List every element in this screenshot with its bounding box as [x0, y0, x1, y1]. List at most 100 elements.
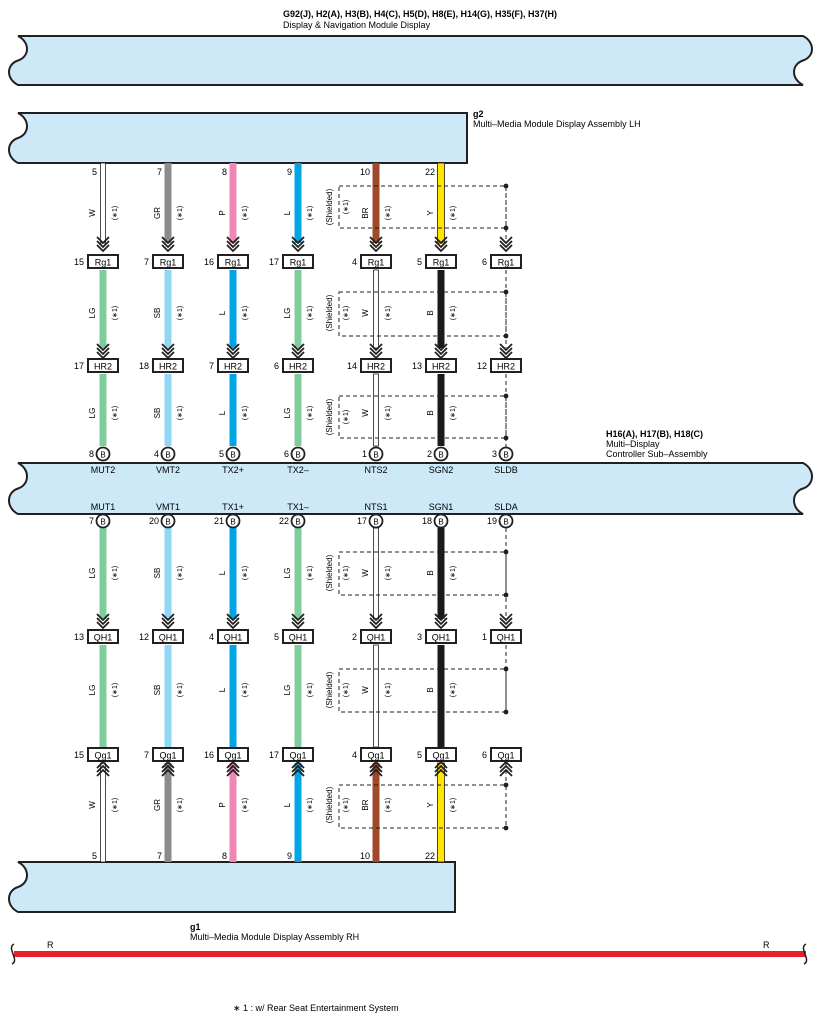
column-6-rg1-pin: 5 — [417, 257, 422, 267]
column-7-qg1-connector-label: Qg1 — [497, 751, 514, 761]
column-1-rg1-pin: 15 — [74, 257, 84, 267]
column-2-b-top-pin: 4 — [154, 449, 159, 459]
column-3-rg1-pin: 16 — [204, 257, 214, 267]
column-5-seg5-color-code: W — [361, 686, 370, 694]
column-6-seg3-option-note: (∗1) — [450, 406, 457, 420]
column-2-qg1-arrow — [161, 760, 175, 777]
column-4-qh1-arrow — [291, 613, 305, 630]
column-1-seg6-wire — [100, 762, 106, 863]
power-wire-label-left: R — [47, 940, 54, 950]
column-1-qg1-pin: 15 — [74, 750, 84, 760]
column-2-seg3-option-note: (∗1) — [177, 406, 184, 420]
column-1-hr2-connector-label: HR2 — [94, 362, 112, 372]
column-6-seg6-color-code: Y — [426, 802, 435, 808]
column-5-seg4-wire — [373, 527, 379, 620]
column-6-seg5-wire — [437, 645, 445, 747]
column-5-qh1-arrow — [369, 613, 383, 630]
column-1-seg6-color-code: W — [88, 801, 97, 809]
column-2-qh1-connector-label: QH1 — [159, 633, 178, 643]
shield-box-2-drain-dot-bottom — [503, 333, 509, 339]
column-4-seg2-wire — [294, 270, 302, 348]
column-6-rg1-connector-label: Rg1 — [433, 258, 450, 268]
column-6-qh1-arrow — [434, 613, 448, 630]
display-nav-module — [8, 35, 813, 86]
column-5-seg4-color-code: W — [361, 569, 370, 577]
column-3-seg3-option-note: (∗1) — [242, 406, 249, 420]
column-6-seg5-color-code: B — [426, 687, 435, 692]
column-2-seg1-wire — [164, 163, 172, 243]
mm-rh-code: g1 — [190, 922, 201, 932]
column-6-hr2-connector-label: HR2 — [432, 362, 450, 372]
column-3-seg5-option-note: (∗1) — [242, 683, 249, 697]
column-6-seg2-wire — [437, 270, 445, 348]
column-5-signal-top: NTS2 — [364, 465, 387, 475]
column-2-seg3-color-code: SB — [153, 408, 162, 419]
column-4-qh1-pin: 5 — [274, 632, 279, 642]
column-3-b-bottom-pin: 21 — [214, 516, 224, 526]
column-3-seg6-wire — [229, 763, 237, 862]
column-1-seg3-wire — [99, 374, 107, 446]
column-7-hr2-connector — [490, 358, 522, 373]
column-6-seg6-option-note: (∗1) — [450, 798, 457, 812]
column-2-b-bottom-terminal — [160, 513, 176, 529]
column-4-seg4-wire — [294, 528, 302, 619]
column-2-b-bottom-terminal-label: B — [165, 517, 170, 526]
column-3-seg4-color-code: L — [218, 570, 227, 575]
column-5-qg1-pin: 4 — [352, 750, 357, 760]
column-3-hr2-pin: 7 — [209, 361, 214, 371]
column-1-seg1-color-code: W — [88, 209, 97, 217]
column-5-b-bottom-pin: 17 — [357, 516, 367, 526]
shield-box-1-drain-dot-top — [503, 183, 509, 189]
column-2-seg1-option-note: (∗1) — [177, 206, 184, 220]
column-4-seg5-color-code: LG — [283, 685, 292, 696]
column-7-hr2-pin: 12 — [477, 361, 487, 371]
column-5-signal-bottom: NTS1 — [364, 502, 387, 512]
column-7-qh1-connector-label: QH1 — [497, 633, 516, 643]
column-6-seg1-wire — [437, 162, 445, 244]
column-3-rg1-connector-label: Rg1 — [225, 258, 242, 268]
column-3-rh-pin: 8 — [222, 851, 227, 861]
column-7-hr2-connector-label: HR2 — [497, 362, 515, 372]
column-1-seg1-option-note: (∗1) — [112, 206, 119, 220]
column-2-qh1-arrow — [161, 613, 175, 630]
column-3-seg4-option-note: (∗1) — [242, 566, 249, 580]
column-7-signal-bottom: SLDA — [494, 502, 518, 512]
footnote: ∗ 1 : w/ Rear Seat Entertainment System — [233, 1003, 399, 1013]
column-4-qh1-connector-label: QH1 — [289, 633, 308, 643]
column-5-seg3-color-code: W — [361, 409, 370, 417]
column-1-seg5-option-note: (∗1) — [112, 683, 119, 697]
column-2-signal-bottom: VMT1 — [156, 502, 180, 512]
column-1-b-top-terminal-label: B — [100, 450, 105, 459]
column-3-seg3-wire — [229, 374, 237, 446]
column-5-qg1-connector-label: Qg1 — [367, 751, 384, 761]
column-2-seg6-option-note: (∗1) — [177, 798, 184, 812]
column-7-qg1-arrow — [499, 760, 513, 777]
column-7-rg1-arrow — [499, 236, 513, 253]
column-5-seg1-wire — [372, 163, 380, 243]
column-4-seg5-wire — [294, 645, 302, 747]
column-4-hr2-connector — [282, 358, 314, 373]
column-1-b-bottom-terminal-label: B — [100, 517, 105, 526]
column-6-hr2-connector — [425, 358, 457, 373]
column-6-b-top-terminal-label: B — [438, 450, 443, 459]
column-1-signal-top: MUT2 — [91, 465, 116, 475]
column-5-rh-pin: 10 — [360, 851, 370, 861]
column-2-seg1-color-code: GR — [153, 207, 162, 219]
column-7-rg1-connector-label: Rg1 — [498, 258, 515, 268]
column-4-qg1-arrow — [291, 760, 305, 777]
column-3-qh1-pin: 4 — [209, 632, 214, 642]
column-1-seg6-option-note: (∗1) — [112, 798, 119, 812]
shield-box-1-option-note: (∗1) — [343, 200, 350, 214]
mm-rh-name: Multi–Media Module Display Assembly RH — [190, 932, 359, 942]
column-4-b-bottom-terminal-label: B — [295, 517, 300, 526]
column-3-seg2-option-note: (∗1) — [242, 306, 249, 320]
mdc-line2: Controller Sub–Assembly — [606, 449, 708, 459]
column-5-b-top-terminal-label: B — [373, 450, 378, 459]
column-6-qh1-pin: 3 — [417, 632, 422, 642]
column-1-hr2-connector — [87, 358, 119, 373]
column-4-seg6-wire — [294, 763, 302, 862]
column-5-qh1-connector — [360, 629, 392, 644]
column-6-b-bottom-pin: 18 — [422, 516, 432, 526]
column-7-qh1-pin: 1 — [482, 632, 487, 642]
column-3-hr2-connector — [217, 358, 249, 373]
